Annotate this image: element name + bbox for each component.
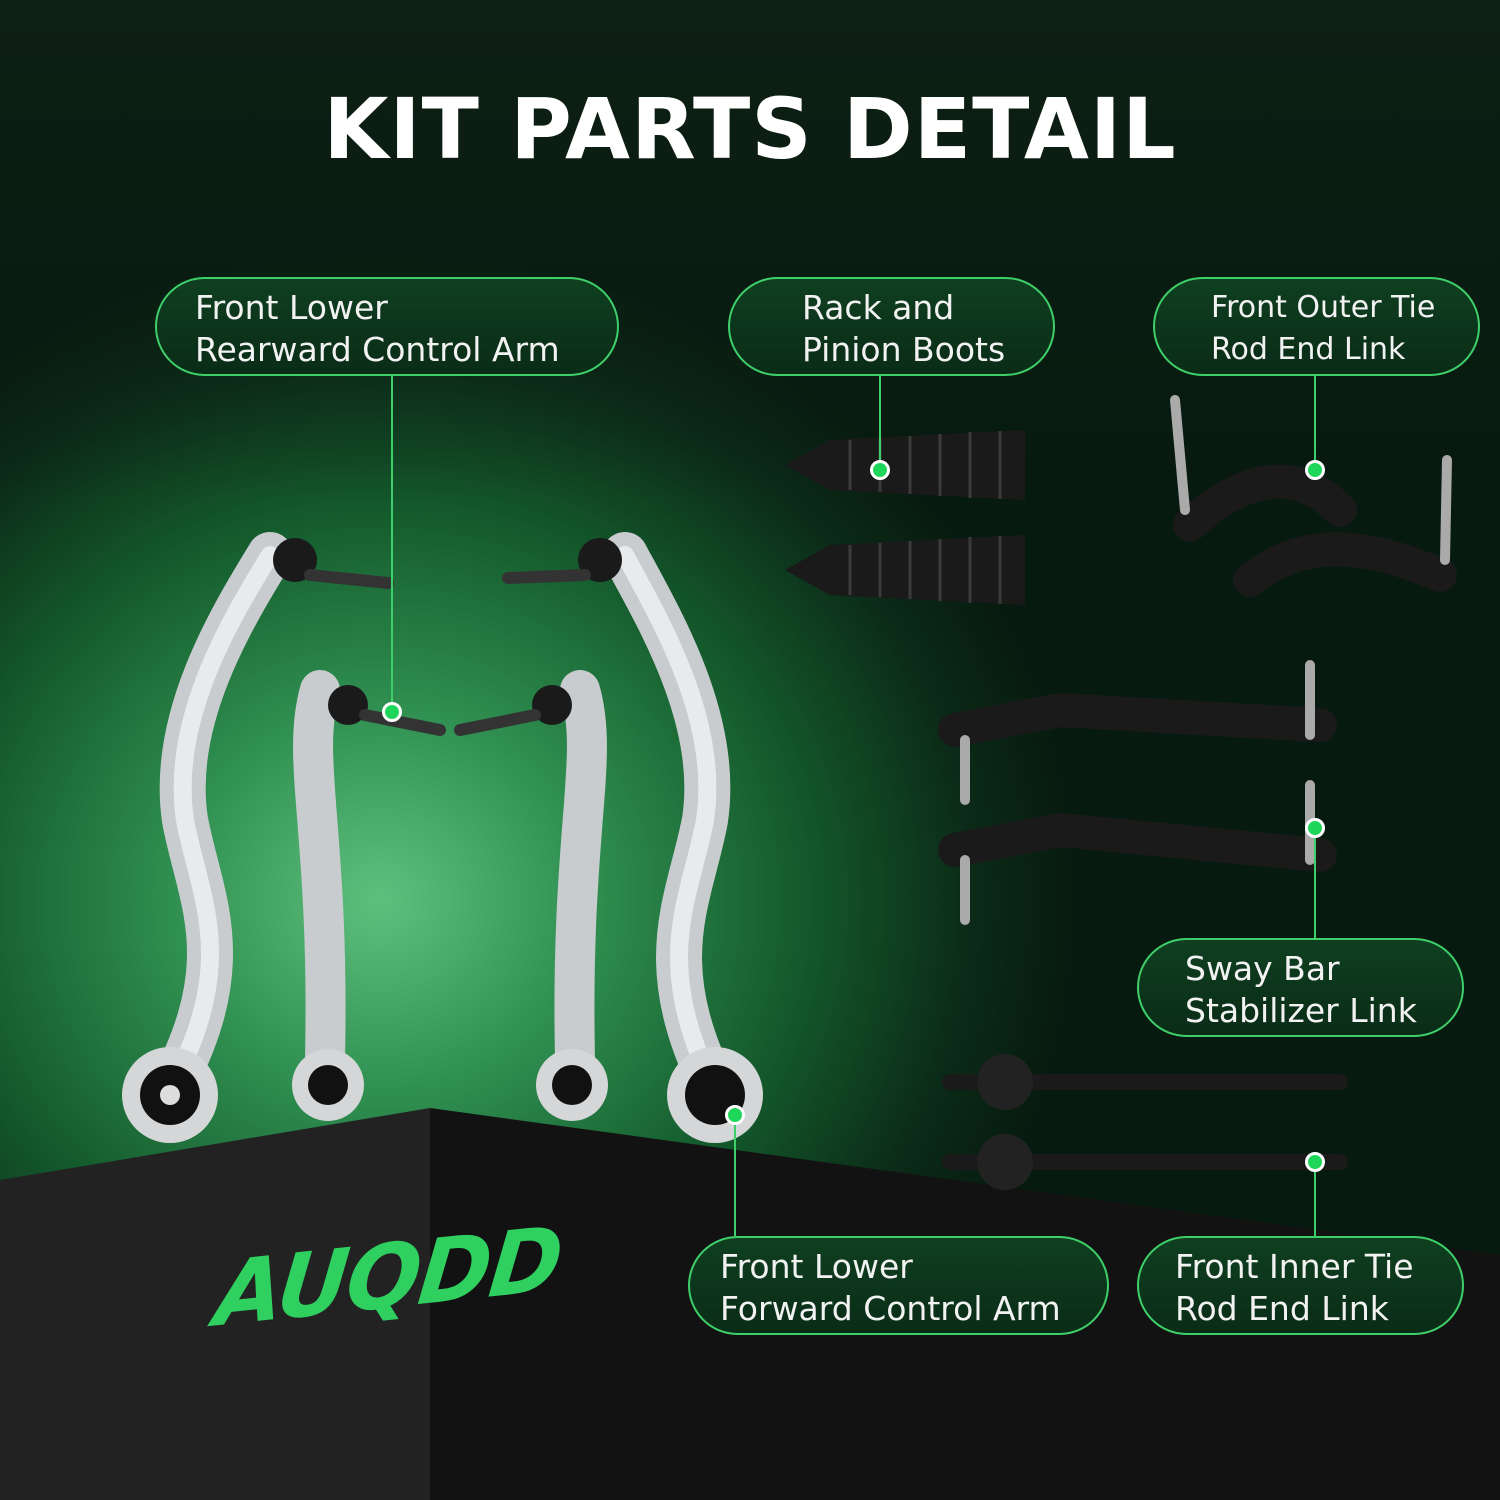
label-rack-and-pinion-boots: Rack and Pinion Boots bbox=[728, 277, 1055, 376]
page-title: KIT PARTS DETAIL bbox=[323, 80, 1177, 178]
label-line-2: Rod End Link bbox=[1175, 1289, 1389, 1328]
label-line-2: Rearward Control Arm bbox=[195, 330, 560, 369]
connector-line-boots bbox=[879, 375, 881, 470]
connector-line-forward bbox=[734, 1115, 736, 1236]
forward-arm-right bbox=[454, 670, 608, 1121]
marker-dot-sway bbox=[1305, 818, 1325, 838]
marker-dot-boots bbox=[870, 460, 890, 480]
label-line-2: Forward Control Arm bbox=[720, 1289, 1061, 1328]
label-line-1: Rack and bbox=[802, 288, 955, 327]
label-line-2: Stabilizer Link bbox=[1185, 991, 1417, 1030]
marker-dot-inner-tie bbox=[1305, 1152, 1325, 1172]
label-line-1: Front Outer Tie bbox=[1211, 290, 1436, 325]
label-line-1: Front Inner Tie bbox=[1175, 1247, 1414, 1286]
label-line-1: Sway Bar bbox=[1185, 949, 1340, 988]
label-line-2: Pinion Boots bbox=[802, 330, 1006, 369]
rack-pinion-boots bbox=[785, 430, 1025, 605]
label-line-2: Rod End Link bbox=[1211, 332, 1406, 367]
background-fade bbox=[0, 0, 1500, 500]
rearward-arm-right bbox=[502, 532, 763, 1143]
sway-bar-links bbox=[938, 660, 1337, 925]
inner-tie-rods bbox=[942, 1054, 1348, 1190]
connector-line-sway bbox=[1314, 828, 1316, 938]
forward-arm-left bbox=[292, 670, 446, 1121]
outer-tie-rods bbox=[1170, 395, 1457, 597]
marker-dot-rearward bbox=[382, 702, 402, 722]
rearward-arm-left bbox=[122, 532, 394, 1143]
marker-dot-forward bbox=[725, 1105, 745, 1125]
connector-line-rearward bbox=[391, 375, 393, 712]
label-front-lower-forward-control-arm: Front Lower Forward Control Arm bbox=[688, 1236, 1109, 1335]
label-front-inner-tie-rod-end-link: Front Inner Tie Rod End Link bbox=[1137, 1236, 1464, 1335]
label-sway-bar-stabilizer-link: Sway Bar Stabilizer Link bbox=[1137, 938, 1464, 1037]
label-line-1: Front Lower bbox=[720, 1247, 913, 1286]
pedestal-left-face bbox=[0, 1108, 430, 1500]
marker-dot-outer-tie bbox=[1305, 460, 1325, 480]
connector-line-outer-tie bbox=[1314, 375, 1316, 470]
label-front-outer-tie-rod-end-link: Front Outer Tie Rod End Link bbox=[1153, 277, 1480, 376]
connector-line-inner-tie bbox=[1314, 1162, 1316, 1236]
label-front-lower-rearward-control-arm: Front Lower Rearward Control Arm bbox=[155, 277, 619, 376]
label-line-1: Front Lower bbox=[195, 288, 388, 327]
